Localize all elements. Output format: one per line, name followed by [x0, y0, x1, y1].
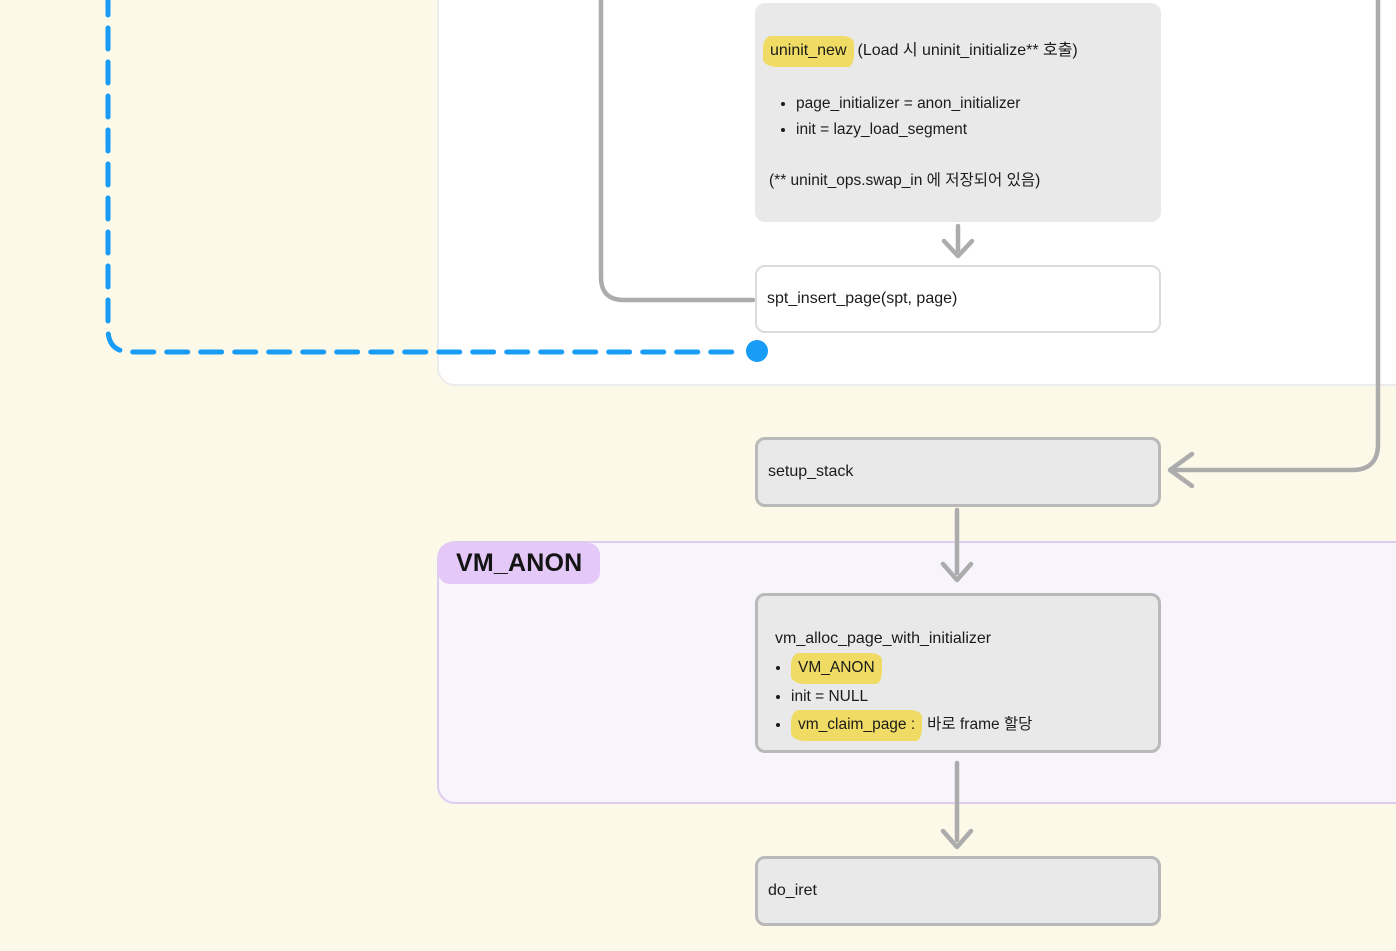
- bullet-vm-anon: VM_ANON: [791, 653, 1146, 684]
- bullet-init-null: init = NULL: [791, 684, 1146, 710]
- node-setup-stack[interactable]: setup_stack: [755, 437, 1161, 507]
- uninit-new-title: uninit_new(Load 시 uninit_initialize** 호출…: [763, 36, 1145, 67]
- bullet-page-initializer: page_initializer = anon_initializer: [796, 91, 1145, 117]
- node-uninit-new[interactable]: uninit_new(Load 시 uninit_initialize** 호출…: [755, 3, 1161, 222]
- vm-anon-group-badge[interactable]: VM_ANON: [438, 543, 601, 584]
- node-spt-insert-page[interactable]: spt_insert_page(spt, page): [755, 265, 1161, 333]
- arrow-vmalloc-to-doiret-head: [940, 828, 974, 850]
- arrow-into-setup-stack-head: [1167, 451, 1195, 489]
- do-iret-label: do_iret: [768, 882, 817, 899]
- vm-alloc-title: vm_alloc_page_with_initializer: [775, 630, 992, 647]
- node-vm-alloc-page-with-initializer[interactable]: vm_alloc_page_with_initializer VM_ANON i…: [755, 593, 1161, 753]
- vm-claim-page-rest: 바로 frame 할당: [927, 716, 1033, 733]
- bullet-init-lazy-load: init = lazy_load_segment: [796, 117, 1145, 143]
- uninit-new-title-highlight: uninit_new: [763, 36, 854, 67]
- bullet-vm-claim-page: vm_claim_page :바로 frame 할당: [791, 710, 1146, 741]
- vm-anon-highlight: VM_ANON: [791, 653, 882, 684]
- uninit-new-bullet-list: page_initializer = anon_initializer init…: [769, 91, 1145, 143]
- vm-alloc-bullet-list: VM_ANON init = NULL vm_claim_page :바로 fr…: [775, 653, 1146, 741]
- vm-claim-page-highlight: vm_claim_page :: [791, 710, 923, 741]
- setup-stack-label: setup_stack: [768, 463, 854, 480]
- node-do-iret[interactable]: do_iret: [755, 856, 1161, 926]
- uninit-new-footnote: (** uninit_ops.swap_in 에 저장되어 있음): [769, 172, 1041, 189]
- uninit-new-title-rest: (Load 시 uninit_initialize** 호출): [857, 42, 1078, 59]
- spt-insert-page-label: spt_insert_page(spt, page): [767, 290, 958, 307]
